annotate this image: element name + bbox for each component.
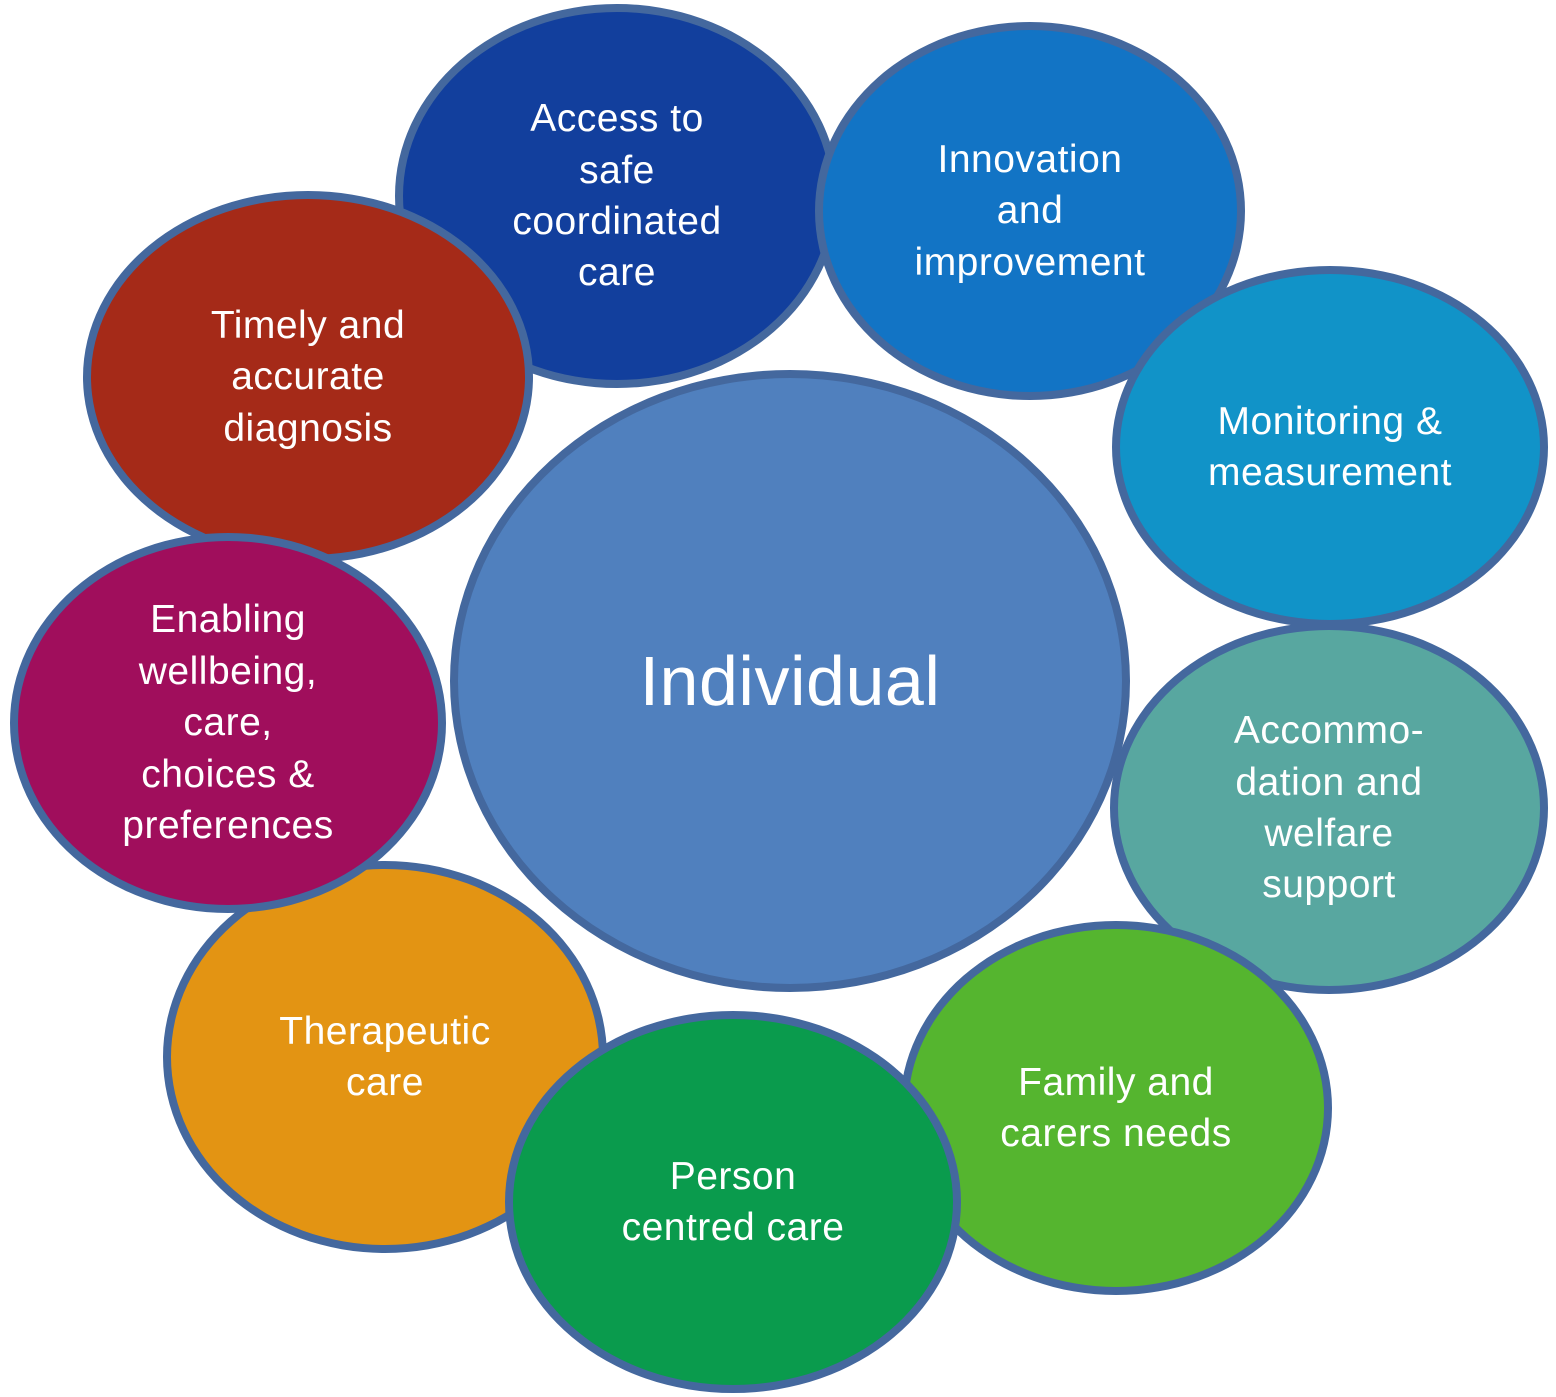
circle-label-individual: Individual [639, 642, 941, 720]
circle-label-family: Family and carers needs [1000, 1060, 1232, 1155]
circle-label-accommodation: Accommo- dation and welfare support [1233, 709, 1425, 907]
circle-label-person: Person centred care [621, 1154, 845, 1249]
circle-person-centred-care: Person centred care [505, 1011, 961, 1393]
circle-individual: Individual [450, 370, 1130, 992]
circle-label-therapeutic: Therapeutic care [279, 1009, 491, 1104]
circle-label-enabling: Enabling wellbeing, care, choices & pref… [122, 598, 334, 848]
circle-family-and-carers-needs: Family and carers needs [900, 921, 1332, 1295]
circle-innovation-and-improvement: Innovation and improvement [815, 22, 1245, 400]
circle-timely-and-accurate-diagnosis: Timely and accurate diagnosis [83, 191, 533, 563]
circle-label-timely: Timely and accurate diagnosis [210, 303, 406, 450]
circle-enabling-wellbeing-care-choices-preferences: Enabling wellbeing, care, choices & pref… [10, 533, 446, 913]
circle-monitoring-and-measurement: Monitoring & measurement [1112, 266, 1548, 628]
circle-label-monitoring: Monitoring & measurement [1208, 399, 1452, 494]
circle-label-innovation: Innovation and improvement [914, 137, 1146, 284]
circle-label-access: Access to safe coordinated care [512, 97, 722, 295]
